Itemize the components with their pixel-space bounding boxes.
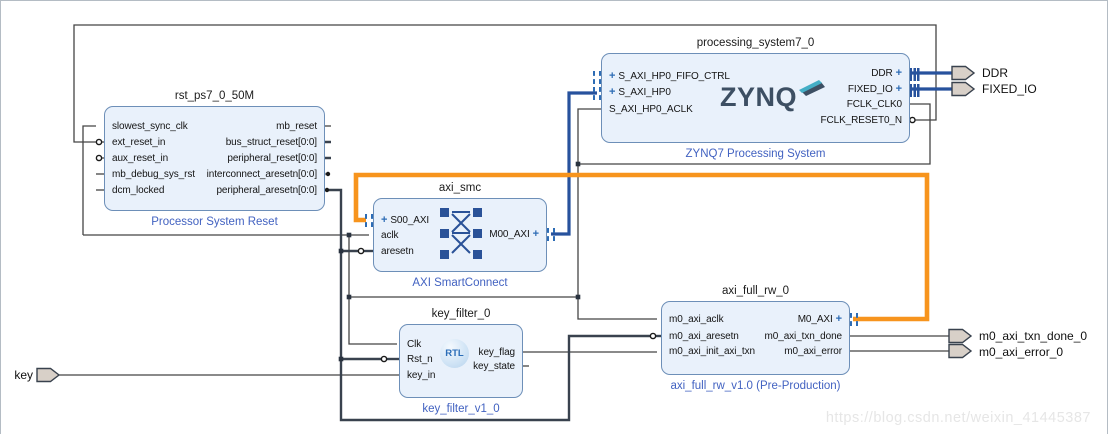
port-aresetn[interactable]: aresetn <box>381 246 414 257</box>
port-s00-axi[interactable]: +S00_AXI <box>381 214 429 227</box>
external-port-label-fixed-io[interactable]: FIXED_IO <box>982 82 1037 96</box>
port-fixed-io[interactable]: FIXED_IO+ <box>848 83 902 96</box>
port-peripheral-aresetn[interactable]: peripheral_aresetn[0:0] <box>216 185 317 196</box>
expand-plus-icon[interactable]: + <box>381 214 388 226</box>
external-port-label-txn-done[interactable]: m0_axi_txn_done_0 <box>979 329 1088 343</box>
port-label: S_AXI_HP0 <box>618 87 671 98</box>
external-port-arrow-txn-done[interactable] <box>948 328 973 344</box>
block-title: axi_smc <box>438 182 482 194</box>
port-key-state[interactable]: key_state <box>473 361 515 372</box>
port-key-flag[interactable]: key_flag <box>478 347 516 358</box>
expand-plus-icon[interactable]: + <box>895 67 902 79</box>
external-port-label-error[interactable]: m0_axi_error_0 <box>979 345 1064 359</box>
block-type-label: AXI SmartConnect <box>412 277 508 289</box>
block-type-label: Processor System Reset <box>151 216 278 228</box>
expand-plus-icon[interactable]: + <box>609 70 616 82</box>
zynq-swoosh-icon <box>799 80 826 96</box>
external-port-arrow-error[interactable] <box>948 343 973 359</box>
port-s-axi-hp0-aclk[interactable]: S_AXI_HP0_ACLK <box>609 104 693 115</box>
block-title: processing_system7_0 <box>696 37 815 49</box>
block-title: rst_ps7_0_50M <box>174 90 255 102</box>
wire-m00-axi-interface[interactable] <box>551 91 597 236</box>
port-rst-n[interactable]: Rst_n <box>407 354 433 365</box>
external-port-arrow-fixed-io[interactable] <box>951 81 976 97</box>
block-type-label: key_filter_v1_0 <box>422 403 500 415</box>
port-interconnect-aresetn[interactable]: interconnect_aresetn[0:0] <box>206 169 317 180</box>
interface-bracket-icon <box>365 214 373 227</box>
external-port-label-key[interactable]: key <box>14 368 33 382</box>
port-m0-axi-aresetn[interactable]: m0_axi_aresetn <box>669 331 739 342</box>
watermark-text: https://blog.csdn.net/weixin_41445387 <box>825 410 1091 426</box>
port-ext-reset-in[interactable]: ext_reset_in <box>112 137 166 148</box>
port-peripheral-reset[interactable]: peripheral_reset[0:0] <box>227 153 317 164</box>
rtl-module-icon: RTL <box>440 339 469 368</box>
port-fclk-clk0[interactable]: FCLK_CLK0 <box>846 99 902 110</box>
wire-fclk-reset0-n[interactable] <box>73 24 937 143</box>
expand-plus-icon[interactable]: + <box>532 228 539 240</box>
port-mb-reset[interactable]: mb_reset <box>276 121 317 132</box>
interface-bracket-icon <box>593 87 601 100</box>
port-label: DDR <box>871 68 893 79</box>
port-m00-axi[interactable]: M00_AXI+ <box>489 228 539 241</box>
interface-bracket-icon <box>850 313 858 326</box>
port-label: S_AXI_HP0_FIFO_CTRL <box>618 71 730 82</box>
port-mb-debug-sys-rst[interactable]: mb_debug_sys_rst <box>112 169 195 180</box>
port-key-in[interactable]: key_in <box>407 370 436 381</box>
expand-plus-icon[interactable]: + <box>835 313 842 325</box>
port-clk[interactable]: Clk <box>407 339 422 350</box>
smartconnect-icon <box>440 208 482 259</box>
wire-m0-axi-interface-highlighted[interactable] <box>353 172 930 322</box>
interface-tribar-icon <box>910 68 920 81</box>
expand-plus-icon[interactable]: + <box>895 83 902 95</box>
wire-junction-group <box>338 161 581 362</box>
output-dot-group <box>324 171 331 193</box>
ip-block-axi-full-rw-0[interactable]: axi_full_rw_0 axi_full_rw_v1.0 (Pre-Prod… <box>661 285 858 392</box>
external-port-label-ddr[interactable]: DDR <box>982 66 1008 80</box>
ip-block-key-filter-0[interactable]: key_filter_0 key_filter_v1_0 Clk Rst_n k… <box>399 308 523 415</box>
port-dcm-locked[interactable]: dcm_locked <box>112 185 165 196</box>
port-label: S00_AXI <box>390 215 430 226</box>
external-port-arrow-ddr[interactable] <box>951 65 976 81</box>
ip-block-processing-system7-0[interactable]: processing_system7_0 ZYNQ7 Processing Sy… <box>593 37 920 160</box>
zynq-logo: ZYNQ <box>720 80 826 111</box>
port-ddr[interactable]: DDR+ <box>871 67 902 80</box>
interface-bracket-icon <box>547 228 555 241</box>
interface-tribar-icon <box>910 84 920 97</box>
port-m0-axi-error[interactable]: m0_axi_error <box>784 346 842 357</box>
port-m0-axi-txn-done[interactable]: m0_axi_txn_done <box>764 331 843 342</box>
external-port-arrow-key[interactable] <box>36 367 61 383</box>
ip-block-rst-ps7-0-50m[interactable]: rst_ps7_0_50M Processor System Reset slo… <box>104 90 325 228</box>
port-m0-axi-aclk[interactable]: m0_axi_aclk <box>669 314 724 325</box>
wire-fclk-clk0[interactable] <box>82 103 931 345</box>
block-type-label: axi_full_rw_v1.0 (Pre-Production) <box>670 380 841 392</box>
port-fclk-reset0-n[interactable]: FCLK_RESET0_N <box>820 115 902 126</box>
port-slowest-sync-clk[interactable]: slowest_sync_clk <box>112 121 188 132</box>
block-title: axi_full_rw_0 <box>721 285 790 297</box>
port-label: M0_AXI <box>797 314 833 325</box>
port-label: M00_AXI <box>489 229 530 240</box>
interface-bracket-icon <box>593 71 601 84</box>
port-aclk[interactable]: aclk <box>381 230 399 241</box>
active-low-bubble-group <box>95 116 916 363</box>
port-s-axi-hp0[interactable]: +S_AXI_HP0 <box>609 86 671 99</box>
port-s-axi-hp0-fifo-ctrl[interactable]: +S_AXI_HP0_FIFO_CTRL <box>609 70 730 83</box>
port-bus-struct-reset[interactable]: bus_struct_reset[0:0] <box>225 137 317 148</box>
expand-plus-icon[interactable]: + <box>609 86 616 98</box>
port-m0-axi-init-axi-txn[interactable]: m0_axi_init_axi_txn <box>669 346 755 357</box>
block-type-label: ZYNQ7 Processing System <box>685 148 826 160</box>
block-title: key_filter_0 <box>431 308 491 320</box>
port-aux-reset-in[interactable]: aux_reset_in <box>112 153 169 164</box>
wire-peripheral-aresetn[interactable] <box>323 188 661 422</box>
port-m0-axi[interactable]: M0_AXI+ <box>798 313 842 326</box>
port-label: FIXED_IO <box>847 84 893 95</box>
ip-block-axi-smc[interactable]: axi_smc AXI SmartConnect +S00_AXI aclk a… <box>365 182 555 289</box>
